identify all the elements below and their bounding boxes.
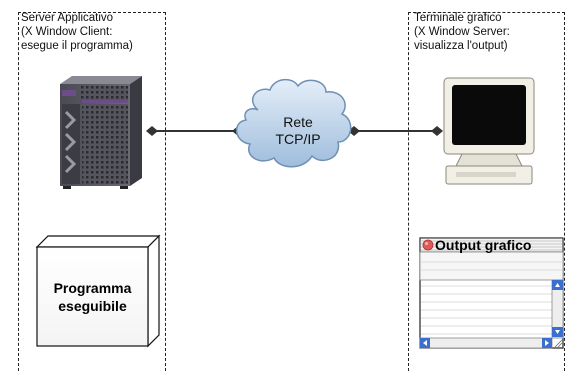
network-label: Rete TCP/IP [262, 114, 334, 148]
link-server-cloud [146, 126, 244, 136]
output-window [419, 237, 564, 349]
cloud-icon [236, 78, 352, 168]
close-dot-icon [422, 239, 434, 251]
right-title-line-1: Terminale grafico [414, 12, 502, 24]
resize-grip-icon [554, 339, 563, 348]
program-label-line-1: Programma [53, 280, 132, 296]
right-title-line-3: visualizza l'output) [414, 40, 508, 52]
left-title-line-1: Server Applicativo [21, 12, 114, 24]
program-box [35, 234, 161, 348]
left-title-line-2: (X Window Client: [21, 26, 113, 38]
network-label-line-2: TCP/IP [275, 131, 321, 147]
link-cloud-terminal [348, 126, 443, 136]
left-panel-title: Server Applicativo (X Window Client: ese… [21, 11, 133, 53]
output-window-title: Output grafico [435, 237, 532, 253]
monitor-icon [443, 77, 535, 185]
program-label-line-2: eseguibile [58, 298, 127, 314]
program-label: Programma eseguibile [37, 279, 148, 315]
network-label-line-1: Rete [283, 114, 313, 130]
right-panel-title: Terminale grafico (X Window Server: visu… [414, 11, 510, 53]
right-title-line-2: (X Window Server: [414, 26, 510, 38]
right-panel-frame [408, 12, 565, 371]
scroll-arrow-icon [423, 283, 560, 346]
left-title-line-3: esegue il programma) [21, 40, 133, 52]
left-panel-frame [18, 12, 166, 371]
server-icon [60, 76, 142, 189]
